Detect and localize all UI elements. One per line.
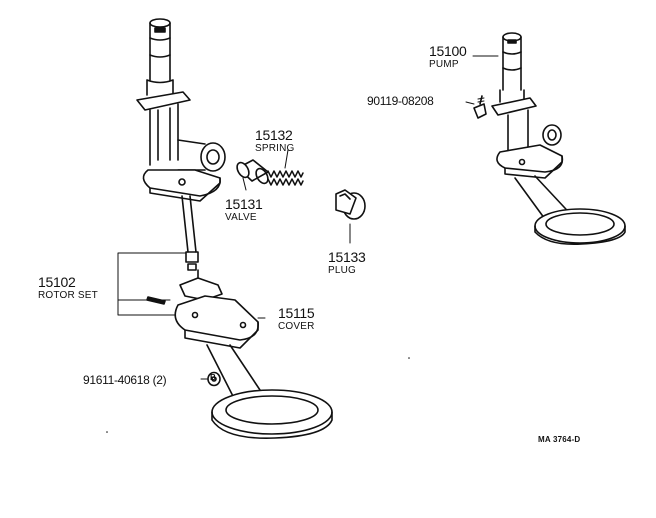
washer-label: 91611-40618 (2): [83, 373, 167, 387]
cover-name-label: COVER: [278, 321, 315, 332]
spring-name-label: SPRING: [255, 143, 295, 154]
rotor-set-bracket: [117, 252, 187, 316]
valve-number-label: 15131: [225, 196, 263, 212]
valve-part: [236, 159, 269, 185]
valve-name-label: VALVE: [225, 212, 257, 223]
pump-assembly-left: [136, 18, 226, 271]
pump-number-label: 15100: [429, 43, 467, 59]
spring-part: [267, 170, 304, 186]
bolt-number-label: 90119-08208: [367, 94, 434, 108]
plug-number-label: 15133: [328, 249, 366, 265]
plug-part: [335, 189, 366, 220]
pump-name-label: PUMP: [429, 59, 459, 70]
bolt-part: [473, 95, 487, 119]
cover-assembly: [174, 295, 333, 439]
spring-number-label: 15132: [255, 127, 293, 143]
drawing-code: MA 3764-D: [538, 435, 581, 444]
rotor-set-number-label: 15102: [38, 274, 76, 290]
washer-symbol: B: [210, 373, 216, 382]
rotor-set-name-label: ROTOR SET: [38, 290, 98, 301]
speck-dots: [106, 357, 410, 433]
washer-number: 91611-40618: [83, 373, 150, 387]
cover-number-label: 15115: [278, 305, 315, 321]
washer-qty: (2): [152, 373, 167, 387]
leader-lines: [200, 55, 499, 380]
pump-assembly-right: [491, 32, 626, 246]
plug-name-label: PLUG: [328, 265, 357, 276]
